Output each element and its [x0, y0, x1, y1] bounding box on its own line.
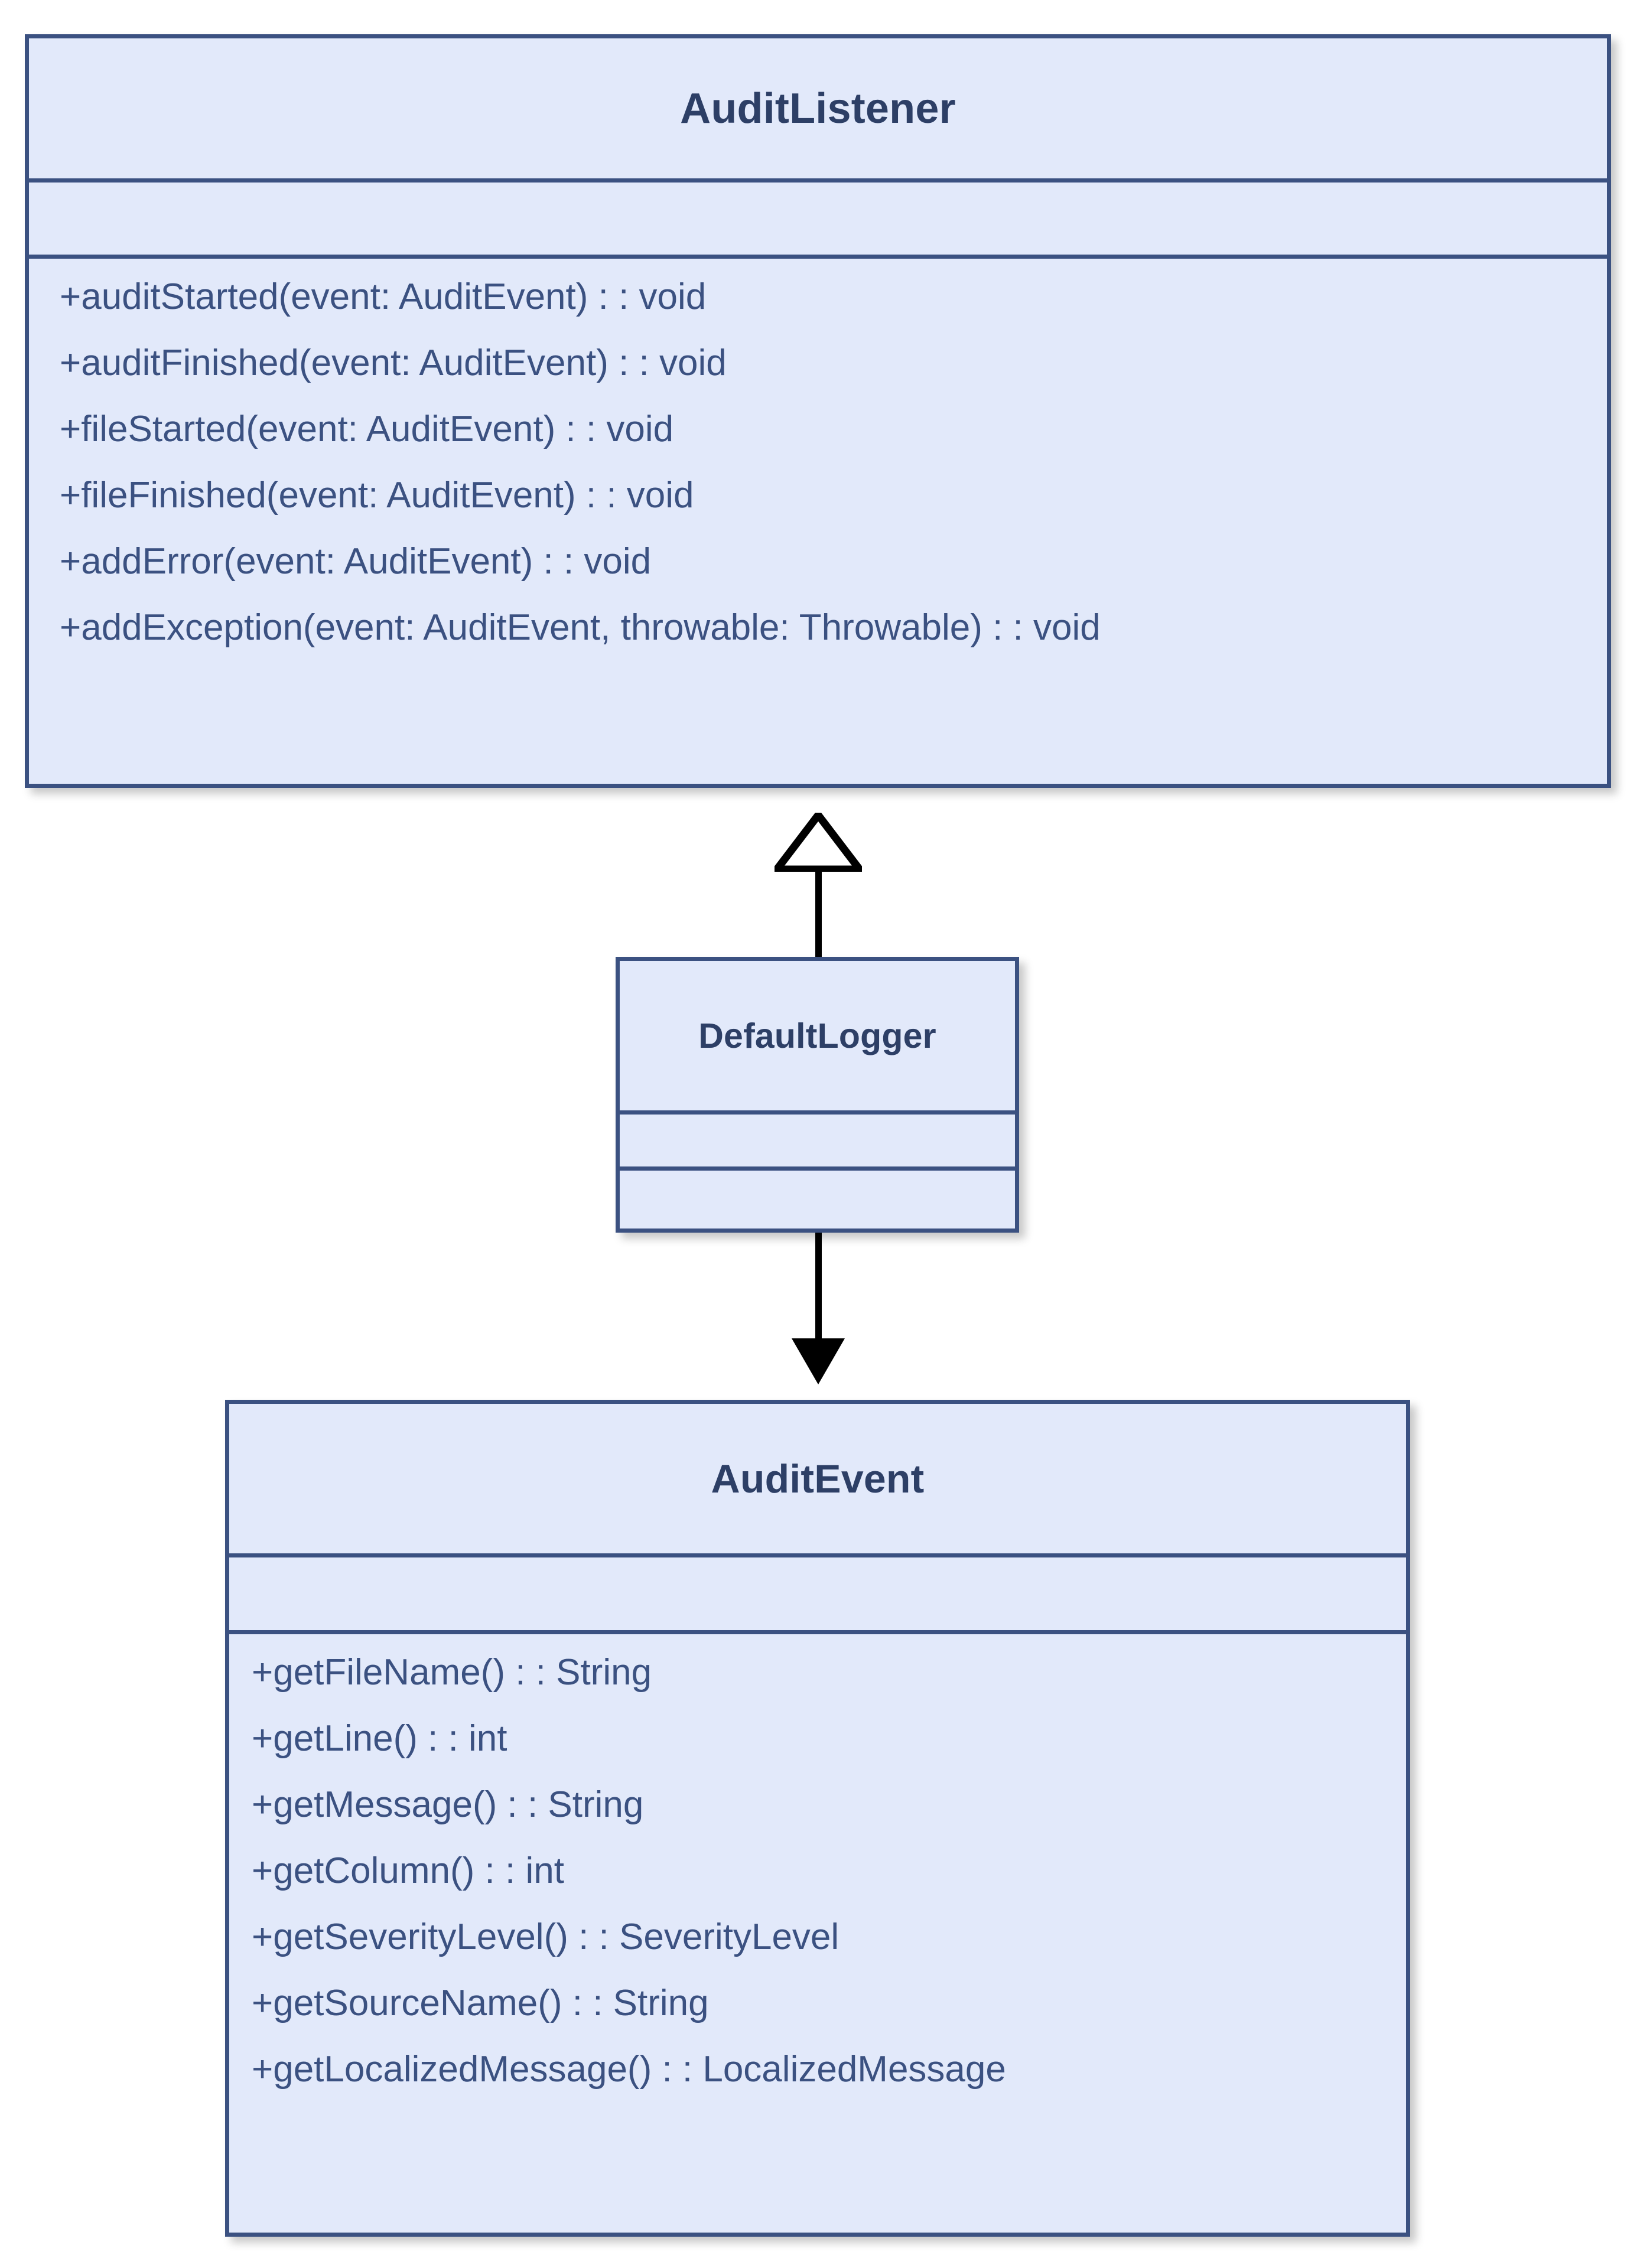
class-name-auditevent: AuditEvent — [711, 1456, 925, 1501]
method-item: +getColumn() : : int — [252, 1850, 564, 1891]
connector-line — [815, 1233, 822, 1351]
class-name-auditlistener: AuditListener — [680, 84, 956, 132]
method-item: +getLine() : : int — [252, 1718, 507, 1759]
method-item: +auditStarted(event: AuditEvent) : : voi… — [60, 276, 707, 317]
class-name-defaultlogger: DefaultLogger — [698, 1016, 936, 1055]
attributes-compartment-defaultlogger — [620, 1110, 1015, 1166]
attributes-compartment-auditlistener — [29, 178, 1607, 255]
method-item: +addError(event: AuditEvent) : : void — [60, 541, 652, 582]
method-item: +getFileName() : : String — [252, 1652, 652, 1693]
class-box-defaultlogger[interactable]: DefaultLogger — [616, 957, 1019, 1233]
hollow-triangle-arrowhead-icon — [775, 813, 862, 872]
method-item: +addException(event: AuditEvent, throwab… — [60, 607, 1101, 648]
attributes-compartment-auditevent — [229, 1553, 1406, 1630]
method-item: +getLocalizedMessage() : : LocalizedMess… — [252, 2049, 1006, 2090]
solid-arrowhead-icon — [792, 1338, 845, 1384]
method-item: +fileFinished(event: AuditEvent) : : voi… — [60, 475, 694, 516]
method-item: +auditFinished(event: AuditEvent) : : vo… — [60, 343, 727, 383]
method-item: +getSourceName() : : String — [252, 1983, 709, 2023]
class-box-auditevent[interactable]: AuditEvent +getFileName() : : String +ge… — [225, 1400, 1410, 2237]
class-box-auditlistener[interactable]: AuditListener +auditStarted(event: Audit… — [25, 34, 1611, 788]
connector-line — [815, 867, 822, 959]
method-item: +getMessage() : : String — [252, 1784, 644, 1825]
method-item: +getSeverityLevel() : : SeverityLevel — [252, 1917, 839, 1957]
methods-compartment-auditlistener: +auditStarted(event: AuditEvent) : : voi… — [29, 255, 1607, 780]
methods-compartment-auditevent: +getFileName() : : String +getLine() : :… — [229, 1630, 1406, 2233]
methods-compartment-defaultlogger — [620, 1166, 1015, 1225]
method-item: +fileStarted(event: AuditEvent) : : void — [60, 409, 674, 449]
